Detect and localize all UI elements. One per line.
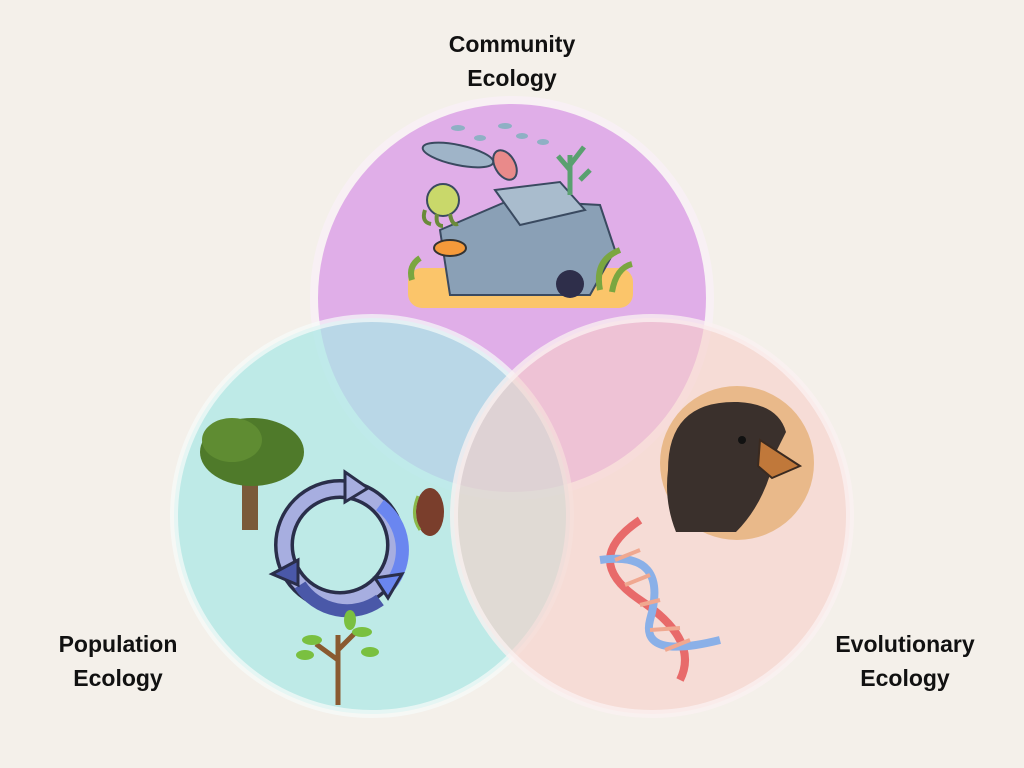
dna-illustration [599,516,721,682]
finch-illustration [660,386,814,540]
evolutionary-ecology-label: Evolutionary Ecology [805,627,1005,695]
label-line: Population [58,631,178,657]
label-line: Ecology [73,665,163,691]
population-ecology-label: Population Ecology [18,627,218,695]
community-ecology-label: Community Ecology [412,27,612,95]
life-cycle-arrows-icon [268,469,409,618]
label-line: Ecology [467,65,557,91]
label-line: Evolutionary [835,631,975,657]
label-line: Ecology [860,665,950,691]
sapling-illustration [296,610,379,705]
seed-illustration [413,488,444,536]
tree-illustration [200,418,304,530]
reef-illustration [408,123,633,308]
label-line: Community [448,31,576,57]
